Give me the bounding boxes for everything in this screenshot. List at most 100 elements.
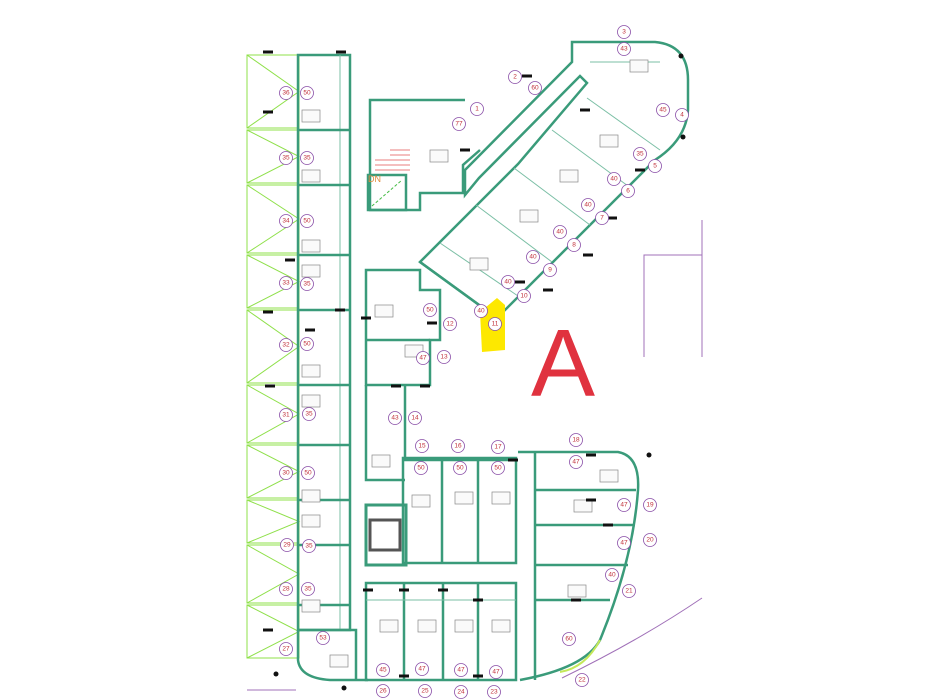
unit-number-label: 10 [517,289,531,303]
door-marker [508,458,518,462]
unit-number-label: 34 [279,214,293,228]
unit-area-label: 50 [301,466,315,480]
door-marker [305,328,315,332]
door-marker [460,148,470,152]
unit-area-label: 40 [605,568,619,582]
svg-text:50: 50 [456,465,464,472]
svg-text:31: 31 [282,412,290,419]
door-marker [263,310,273,314]
unit-number-label: 11 [488,317,502,331]
svg-text:35: 35 [303,155,311,162]
svg-text:27: 27 [282,646,290,653]
svg-text:47: 47 [620,540,628,547]
svg-text:50: 50 [417,465,425,472]
unit-number-label: 27 [279,642,293,656]
unit-area-label: 53 [316,631,330,645]
unit-area-label: 43 [617,42,631,56]
svg-text:2: 2 [513,74,517,81]
unit-area-label: 47 [415,662,429,676]
svg-text:17: 17 [494,444,502,451]
svg-text:36: 36 [282,90,290,97]
unit-area-label: 47 [617,498,631,512]
svg-text:4: 4 [680,112,684,119]
bed-icon [567,584,587,598]
svg-text:47: 47 [419,355,427,362]
svg-text:6: 6 [626,188,630,195]
bed-icon [329,654,349,668]
unit-area-label: 50 [300,86,314,100]
unit-area-label: 40 [553,225,567,239]
svg-text:22: 22 [578,677,586,684]
svg-text:40: 40 [584,202,592,209]
svg-text:35: 35 [636,151,644,158]
door-marker [586,453,596,457]
svg-text:21: 21 [625,588,633,595]
svg-text:18: 18 [572,437,580,444]
bed-icon [374,304,394,318]
bed-icon [301,239,321,253]
svg-text:33: 33 [282,280,290,287]
svg-text:47: 47 [492,669,500,676]
unit-number-label: 9 [543,263,557,277]
unit-number-label: 8 [567,238,581,252]
svg-text:45: 45 [659,107,667,114]
svg-text:40: 40 [610,176,618,183]
door-marker [438,588,448,592]
unit-number-label: 25 [418,684,432,698]
door-marker [363,588,373,592]
svg-text:35: 35 [282,155,290,162]
unit-number-label: 18 [569,433,583,447]
unit-area-label: 50 [491,461,505,475]
bed-icon [491,491,511,505]
bed-icon [599,469,619,483]
svg-text:43: 43 [620,46,628,53]
right-cluster [518,450,640,682]
middle-units [364,268,518,682]
svg-text:8: 8 [572,242,576,249]
furniture [301,59,649,668]
bed-icon [629,59,649,73]
svg-text:23: 23 [490,689,498,696]
unit-number-label: 21 [622,584,636,598]
unit-number-label: 28 [279,582,293,596]
unit-number-label: 6 [621,184,635,198]
svg-text:50: 50 [303,218,311,225]
svg-text:19: 19 [646,502,654,509]
unit-number-label: 23 [487,685,501,699]
unit-area-label: 40 [581,198,595,212]
door-marker [473,598,483,602]
door-marker [285,258,295,262]
svg-text:40: 40 [504,279,512,286]
svg-text:35: 35 [304,586,312,593]
unit-number-label: 14 [408,411,422,425]
door-marker [586,498,596,502]
svg-text:11: 11 [492,321,499,328]
unit-area-label: 40 [526,250,540,264]
svg-text:14: 14 [411,415,419,422]
svg-text:50: 50 [303,90,311,97]
unit-number-label: 2 [508,70,522,84]
bed-icon [491,619,511,633]
svg-text:16: 16 [454,443,462,450]
svg-text:30: 30 [282,470,290,477]
door-marker [336,50,346,54]
door-marker [263,110,273,114]
diagonal-wing: DN [366,40,690,320]
svg-text:25: 25 [421,688,429,695]
unit-number-label: 16 [451,439,465,453]
svg-text:47: 47 [620,502,628,509]
svg-text:35: 35 [305,411,313,418]
unit-number-label: 7 [595,211,609,225]
unit-number-label: 24 [454,685,468,699]
unit-area-label: 35 [300,277,314,291]
unit-number-label: 30 [279,466,293,480]
unit-area-label: 35 [633,147,647,161]
unit-number-label: 29 [280,538,294,552]
unit-area-label: 60 [562,632,576,646]
door-marker [420,384,430,388]
unit-area-label: 35 [302,539,316,553]
door-marker [515,280,525,284]
svg-text:3: 3 [622,29,626,36]
svg-text:9: 9 [548,267,552,274]
svg-text:7: 7 [600,215,604,222]
